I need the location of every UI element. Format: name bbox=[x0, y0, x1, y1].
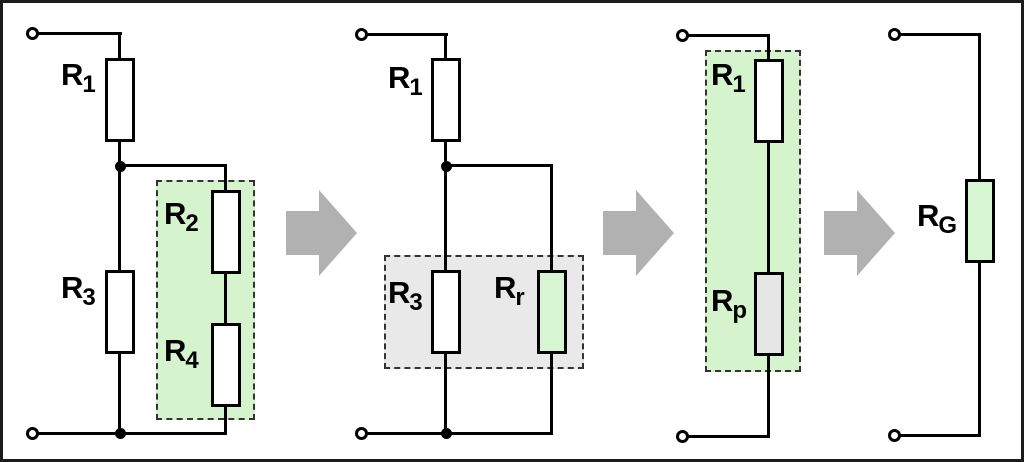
terminal-node bbox=[888, 429, 901, 442]
panel-step-1: R1 R3 R2 R4 bbox=[3, 3, 1021, 459]
wire-segment bbox=[120, 164, 227, 167]
wire-segment bbox=[32, 432, 227, 435]
wire-segment bbox=[894, 33, 981, 36]
terminal-node bbox=[355, 28, 368, 41]
terminal-node bbox=[26, 27, 39, 40]
junction-dot bbox=[115, 428, 126, 439]
resistor-r1-label: R1 bbox=[711, 57, 746, 98]
wire-segment bbox=[682, 34, 770, 37]
highlight-box-r1-rp bbox=[705, 50, 801, 372]
resistor-r3-label: R3 bbox=[61, 270, 96, 311]
arrows-layer bbox=[3, 3, 1021, 459]
arrow-head bbox=[857, 190, 895, 276]
resistor-r1-label: R1 bbox=[388, 60, 423, 101]
arrow-right-icon bbox=[603, 190, 674, 276]
terminal-node bbox=[676, 29, 689, 42]
arrow-right-icon bbox=[286, 190, 357, 276]
junction-dot bbox=[441, 161, 452, 172]
arrow-shaft bbox=[603, 211, 637, 255]
panel-step-3: R1 Rp bbox=[3, 3, 1021, 459]
resistor-r3-body bbox=[105, 270, 135, 354]
arrow-shaft bbox=[286, 211, 320, 255]
wire-segment bbox=[444, 33, 447, 435]
resistor-rp-body bbox=[754, 272, 784, 356]
terminal-node bbox=[676, 430, 689, 443]
wire-segment bbox=[361, 432, 553, 435]
resistor-r2-label: R2 bbox=[164, 196, 199, 237]
resistor-r1-body bbox=[105, 58, 135, 142]
resistor-r2-body bbox=[211, 190, 241, 274]
junction-dot bbox=[441, 428, 452, 439]
wire-segment bbox=[224, 164, 227, 435]
resistor-r1-body bbox=[754, 59, 784, 143]
wire-segment bbox=[894, 434, 981, 437]
resistor-r1-label: R1 bbox=[61, 57, 96, 98]
resistor-r3-label: R3 bbox=[388, 275, 423, 316]
wire-segment bbox=[767, 34, 770, 438]
wire-segment bbox=[118, 32, 121, 435]
arrow-head bbox=[319, 190, 357, 276]
resistor-r3-body bbox=[431, 270, 461, 354]
resistor-rg-body bbox=[965, 179, 995, 263]
wire-segment bbox=[32, 32, 122, 35]
panel-step-4: RG bbox=[3, 3, 1021, 459]
terminal-node bbox=[888, 28, 901, 41]
panel-step-2: R1 R3 Rr bbox=[3, 3, 1021, 459]
wire-segment bbox=[446, 164, 553, 167]
resistor-rp-label: Rp bbox=[711, 283, 748, 324]
resistor-rg-label: RG bbox=[917, 198, 958, 239]
arrow-head bbox=[636, 190, 674, 276]
resistor-r4-label: R4 bbox=[164, 333, 199, 374]
junction-dot bbox=[115, 161, 126, 172]
wire-segment bbox=[682, 435, 770, 438]
arrow-shaft bbox=[824, 211, 858, 255]
resistor-rr-label: Rr bbox=[494, 270, 525, 311]
resistor-r4-body bbox=[211, 323, 241, 407]
resistor-rr-body bbox=[537, 270, 567, 354]
arrow-right-icon bbox=[824, 190, 895, 276]
wire-segment bbox=[361, 33, 448, 36]
terminal-node bbox=[26, 427, 39, 440]
terminal-node bbox=[355, 427, 368, 440]
resistor-r1-body bbox=[431, 58, 461, 142]
